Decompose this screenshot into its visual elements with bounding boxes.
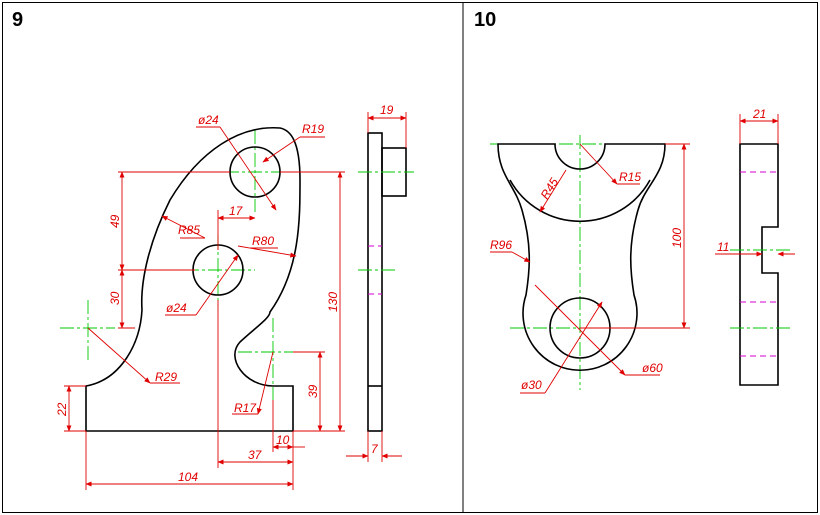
leader-r45 [539, 169, 567, 213]
panel-10-number: 10 [474, 9, 496, 31]
dim-text-49: 49 [108, 214, 122, 228]
dim-text-19: 19 [380, 103, 394, 117]
part-10-front-view: R15 R45 100 R96 ø30 ø60 [490, 135, 690, 394]
dim-text-d30: ø30 [521, 378, 542, 392]
dim-text-r45: R45 [538, 175, 562, 201]
part-9-front-view: ø24 R19 R85 17 R80 49 30 ø24 130 R29 22 … [55, 113, 345, 490]
leader-r96 [511, 251, 531, 263]
dim-text-r17: R17 [234, 401, 257, 415]
dim-text-22: 22 [55, 402, 69, 417]
part-9-side-view: 19 7 [346, 103, 414, 462]
dim-text-r29: R29 [155, 370, 177, 384]
side-view-outline [739, 143, 779, 386]
leader-d24-mid [195, 254, 239, 316]
dim-text-37: 37 [248, 448, 263, 462]
dim-text-r96: R96 [490, 238, 512, 252]
dim-text-17: 17 [229, 204, 244, 218]
dim-text-104: 104 [178, 470, 198, 484]
leader-d30 [544, 301, 603, 394]
leader-r19 [262, 136, 301, 163]
dim-text-r85: R85 [178, 223, 200, 237]
side-view-plate [367, 132, 383, 432]
inner-arc-r45 [509, 179, 651, 222]
leader-r15 [579, 143, 618, 185]
dim-text-d60: ø60 [642, 361, 663, 375]
dim-text-130: 130 [326, 292, 340, 312]
part-10-side-view: 21 11 [715, 107, 795, 386]
dim-text-d24-top: ø24 [198, 113, 219, 127]
dim-text-d24-mid: ø24 [166, 301, 187, 315]
leader-r29 [87, 327, 151, 384]
leader-d24-top [219, 126, 277, 211]
dim-text-7: 7 [371, 442, 379, 456]
dim-text-10: 10 [276, 433, 290, 447]
leader-r85 [161, 215, 206, 239]
dim-text-r15: R15 [619, 170, 641, 184]
leader-d60 [534, 284, 626, 376]
dim-text-30: 30 [108, 291, 122, 305]
dim-text-11: 11 [717, 240, 729, 254]
part-9-outline [85, 127, 301, 432]
leader-r17 [256, 351, 274, 415]
panel-9-number: 9 [12, 9, 23, 31]
dim-text-39: 39 [306, 384, 320, 398]
dim-text-r80: R80 [252, 234, 274, 248]
leader-r80 [237, 245, 297, 258]
dim-text-21: 21 [752, 107, 766, 121]
dim-text-100: 100 [670, 228, 684, 248]
dim-text-r19: R19 [302, 122, 324, 136]
